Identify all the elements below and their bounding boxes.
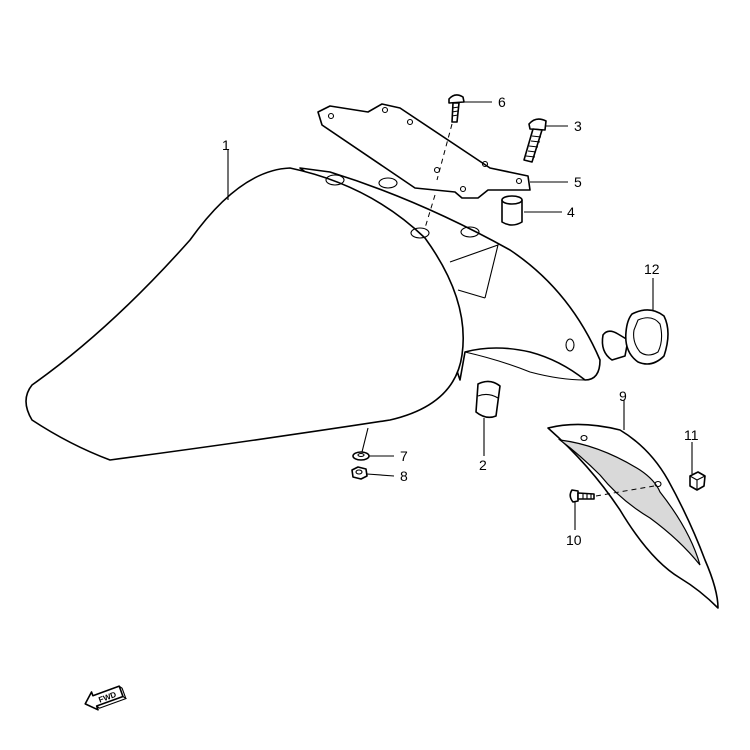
bracket-plate bbox=[317, 103, 531, 199]
nut-8 bbox=[351, 466, 368, 480]
screw-10 bbox=[569, 485, 655, 503]
label-part-6: 6 bbox=[498, 94, 506, 110]
front-fender bbox=[25, 167, 601, 461]
spacer bbox=[501, 195, 523, 226]
label-part-9: 9 bbox=[619, 388, 627, 404]
label-part-2: 2 bbox=[479, 457, 487, 473]
washer bbox=[352, 451, 370, 461]
forward-direction-arrow: FWD bbox=[84, 685, 128, 711]
label-part-11: 11 bbox=[684, 427, 699, 443]
rear-fender-piece bbox=[547, 423, 719, 609]
label-part-5: 5 bbox=[574, 174, 582, 190]
label-part-12: 12 bbox=[644, 261, 660, 277]
clamp bbox=[475, 380, 501, 419]
leader-lines bbox=[227, 101, 693, 530]
label-part-10: 10 bbox=[566, 532, 582, 548]
bolt-3 bbox=[523, 118, 547, 163]
label-part-1: 1 bbox=[222, 137, 230, 153]
label-part-8: 8 bbox=[400, 468, 408, 484]
label-part-3: 3 bbox=[574, 118, 582, 134]
grommet bbox=[601, 309, 669, 365]
part-labels: 1 2 3 4 5 6 7 8 9 10 11 12 bbox=[222, 94, 699, 548]
label-part-4: 4 bbox=[567, 204, 575, 220]
screw-6 bbox=[424, 94, 465, 229]
nut-11 bbox=[689, 471, 706, 491]
label-part-7: 7 bbox=[400, 448, 408, 464]
